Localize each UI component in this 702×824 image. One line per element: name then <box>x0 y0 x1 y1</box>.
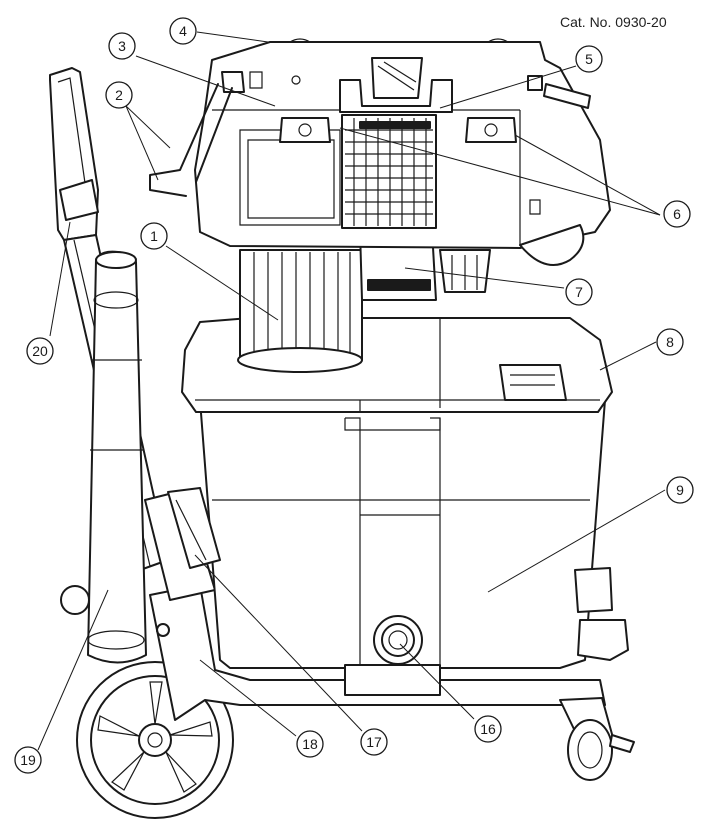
callout-circle <box>663 200 691 228</box>
callout-circle <box>296 730 324 758</box>
callout-5: 5 <box>575 45 603 73</box>
callout-3: 3 <box>108 32 136 60</box>
powerhead-drawing <box>149 38 611 266</box>
callout-6: 6 <box>663 200 691 228</box>
tank-drawing <box>181 317 613 696</box>
frame-drawing <box>144 489 606 721</box>
callout-number: 16 <box>480 721 496 737</box>
callout-circle <box>140 222 168 250</box>
callout-9: 9 <box>666 476 694 504</box>
callout-16: 16 <box>474 715 502 743</box>
callout-circle <box>26 337 54 365</box>
callout-circle <box>474 715 502 743</box>
callout-circle <box>108 32 136 60</box>
callout-1: 1 <box>140 222 168 250</box>
callout-number: 2 <box>115 87 123 103</box>
callout-circle <box>360 728 388 756</box>
callout-number: 8 <box>666 334 674 350</box>
callout-number: 1 <box>150 228 158 244</box>
callout-circle <box>656 328 684 356</box>
callout-number: 20 <box>32 343 48 359</box>
callout-circle <box>575 45 603 73</box>
callout-4: 4 <box>169 17 197 45</box>
callout-circle <box>14 746 42 774</box>
catalog-number: Cat. No. 0930-20 <box>560 14 667 30</box>
leader-lines <box>37 31 666 751</box>
callout-number: 3 <box>118 38 126 54</box>
callout-18: 18 <box>296 730 324 758</box>
callout-number: 18 <box>302 736 318 752</box>
callout-circle <box>565 278 593 306</box>
callout-19: 19 <box>14 746 42 774</box>
callout-number: 6 <box>673 206 681 222</box>
callout-2: 2 <box>105 81 133 109</box>
callout-number: 4 <box>179 23 187 39</box>
callout-number: 17 <box>366 734 382 750</box>
filter-drawing <box>237 229 491 373</box>
callout-17: 17 <box>360 728 388 756</box>
callout-number: 5 <box>585 51 593 67</box>
callout-7: 7 <box>565 278 593 306</box>
callout-number: 9 <box>676 482 684 498</box>
callout-8: 8 <box>656 328 684 356</box>
callout-number: 7 <box>575 284 583 300</box>
callout-20: 20 <box>26 337 54 365</box>
callout-number: 19 <box>20 752 36 768</box>
callout-circle <box>666 476 694 504</box>
callout-circle <box>105 81 133 109</box>
hose-holder-drawing <box>167 487 221 569</box>
callout-circle <box>169 17 197 45</box>
caster-wheel-drawing <box>559 567 635 781</box>
callout-layer: 1 2 3 4 5 6 7 8 9 16 17 18 19 20 <box>14 17 694 774</box>
hose-drawing <box>87 250 147 664</box>
